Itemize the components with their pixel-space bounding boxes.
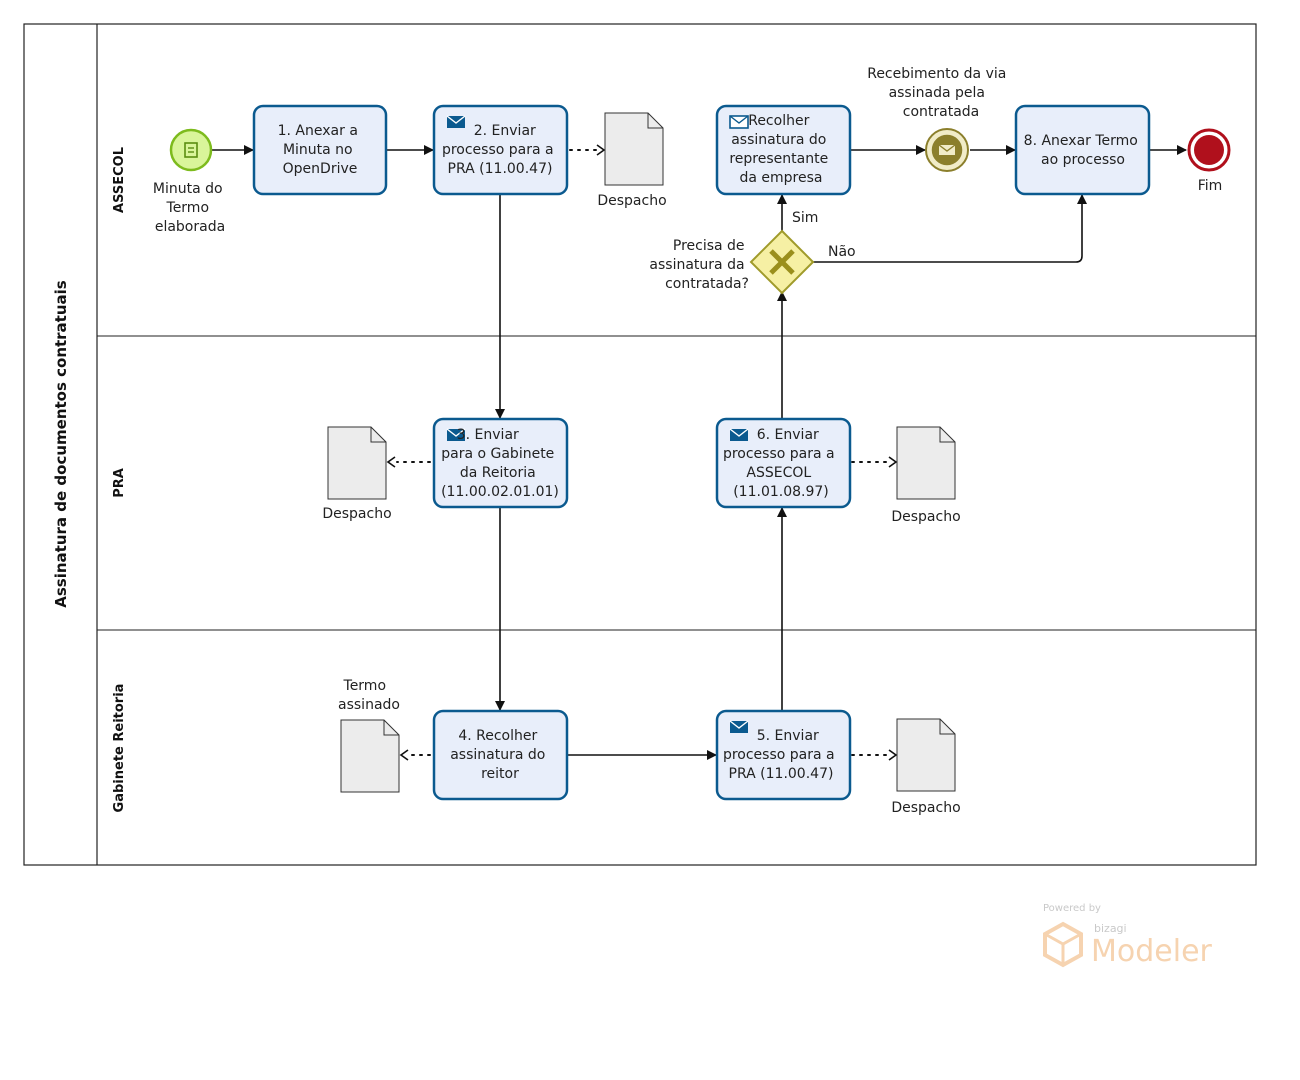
send-message-icon [446, 428, 466, 441]
message-catch-event-label: Recebimento da via assinada pela contrat… [867, 66, 1011, 120]
message-catch-event[interactable]: Recebimento da via assinada pela contrat… [867, 66, 1011, 172]
conditional-document-icon [184, 142, 198, 158]
svg-text:Despacho: Despacho [322, 506, 391, 522]
watermark-powered-by: Powered by [1043, 903, 1101, 914]
gateway-no-label: Não [828, 244, 856, 260]
start-event-label: Minuta do Termo elaborada [153, 181, 227, 235]
data-object-despacho-2: Despacho [322, 426, 392, 522]
svg-text:Despacho: Despacho [597, 193, 666, 209]
bizagi-logo-icon [1043, 921, 1083, 968]
svg-text:Fim: Fim [1198, 178, 1223, 194]
task-2-enviar-pra[interactable]: 2. Enviar processo para a PRA (11.00.47) [432, 104, 569, 196]
svg-text:6. Enviar processo para: 6. Enviar processo para a ASSECOL (11.01… [723, 427, 839, 500]
x-cross-icon [769, 249, 795, 275]
svg-text:Recolher assinatura do: Recolher assinatura do representante da … [729, 113, 832, 186]
flow-gateway-no-to-t8 [813, 194, 1087, 263]
pool-title: Assinatura de documentos contratuais [52, 280, 70, 608]
lane-title-pra: PRA [112, 468, 127, 498]
svg-text:2. Enviar processo para: 2. Enviar processo para a PRA (11.00.47) [442, 123, 558, 177]
svg-text:8. Anexar Termo ao proce: 8. Anexar Termo ao processo [1024, 133, 1143, 168]
bizagi-watermark: Powered by bizagi Modeler [1043, 903, 1213, 969]
task-7-recolher-assinatura-representante[interactable]: Recolher assinatura do representante da … [715, 104, 852, 196]
svg-text:5. Enviar processo para: 5. Enviar processo para a PRA (11.00.47) [723, 728, 839, 782]
end-event[interactable]: Fim [1187, 128, 1231, 194]
task-5-enviar-pra[interactable]: 5. Enviar processo para a PRA (11.00.47) [715, 709, 852, 801]
lane-title-assecol: ASSECOL [112, 147, 127, 213]
associations [386, 144, 898, 761]
receive-message-icon [729, 115, 749, 129]
svg-text:3. Enviar para o Gabinet: 3. Enviar para o Gabinete da Reitoria (1… [441, 427, 559, 500]
svg-text:Termo assinado: Termo assinado [338, 678, 400, 713]
send-message-icon [446, 115, 466, 128]
lane-title-gabinete-reitoria: Gabinete Reitoria [112, 684, 127, 813]
data-object-termo-assinado: Termo assinado [338, 678, 400, 793]
start-event[interactable]: Minuta do Termo elaborada [153, 128, 227, 235]
svg-text:Despacho: Despacho [891, 509, 960, 525]
data-object-despacho-5: Despacho [891, 718, 961, 816]
watermark-product: Modeler [1091, 934, 1213, 969]
task-1-anexar-minuta[interactable]: 1. Anexar a Minuta no OpenDrive [252, 104, 388, 196]
task-4-recolher-assinatura-reitor[interactable]: 4. Recolher assinatura do reitor [432, 709, 569, 801]
gateway-question: Precisa de assinatura da contratada? [649, 238, 749, 292]
exclusive-gateway[interactable]: Precisa de assinatura da contratada? Sim… [649, 210, 856, 295]
data-object-despacho-3: Despacho [891, 426, 961, 525]
data-object-despacho-1: Despacho [597, 112, 667, 209]
send-message-icon [729, 428, 749, 441]
sequence-flows [212, 145, 1187, 760]
svg-text:1. Anexar a Minuta no: 1. Anexar a Minuta no OpenDrive [278, 123, 363, 177]
task-8-anexar-termo[interactable]: 8. Anexar Termo ao processo [1014, 104, 1151, 196]
gateway-yes-label: Sim [792, 210, 818, 226]
svg-text:4. Recolher assinatura d: 4. Recolher assinatura do reitor [450, 728, 550, 782]
task-3-enviar-gabinete[interactable]: 3. Enviar para o Gabinete da Reitoria (1… [432, 417, 569, 509]
envelope-icon [938, 144, 956, 155]
svg-text:Despacho: Despacho [891, 800, 960, 816]
task-6-enviar-assecol[interactable]: 6. Enviar processo para a ASSECOL (11.01… [715, 417, 852, 509]
watermark-brand: bizagi [1094, 922, 1127, 935]
send-message-icon [729, 720, 749, 733]
